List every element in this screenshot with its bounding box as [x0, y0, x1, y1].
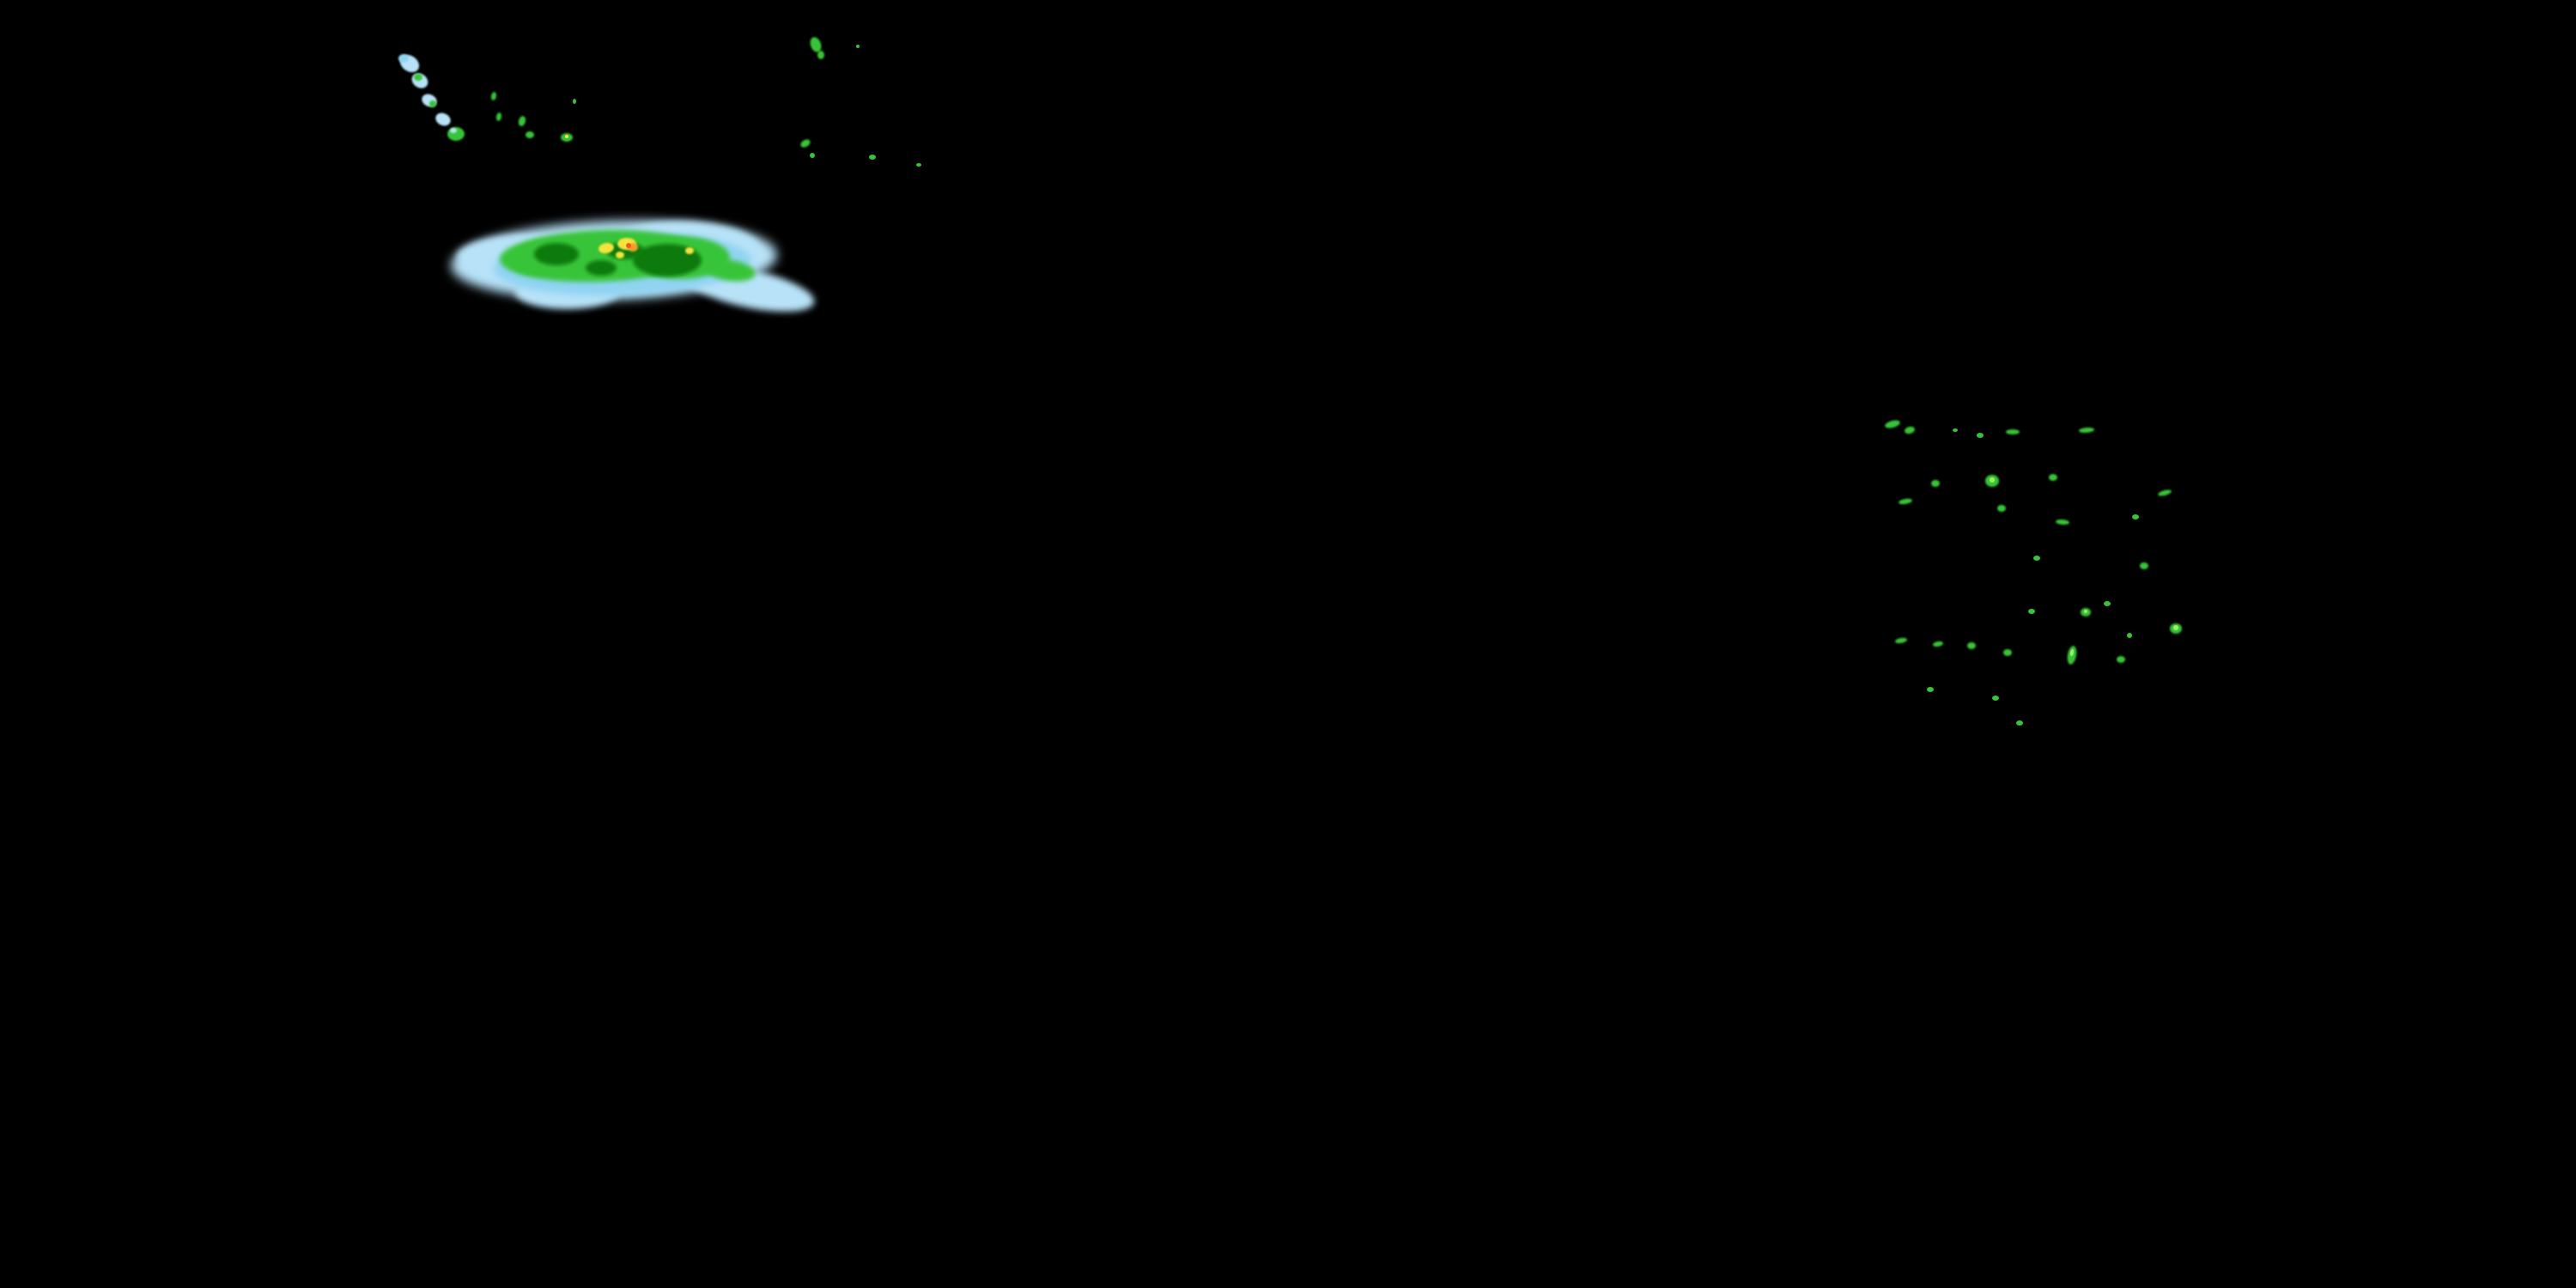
radar-echo-moderate: [2140, 562, 2148, 569]
radar-echo-moderate: [1885, 420, 1900, 428]
radar-echo-moderate: [490, 92, 497, 100]
radar-echo-bright: [1990, 477, 1995, 483]
radar-echo-heavy: [534, 243, 579, 265]
radar-echo-moderate: [2117, 656, 2125, 663]
radar-echo-moderate: [1992, 696, 1999, 701]
radar-echo-moderate: [2028, 609, 2035, 614]
radar-echo-moderate: [2079, 427, 2094, 434]
radar-echo-moderate: [526, 131, 534, 138]
radar-echo-very_light: [450, 128, 457, 133]
radar-echo-bright: [2173, 625, 2178, 630]
radar-echo-moderate: [2132, 514, 2139, 519]
radar-echo-moderate: [800, 139, 811, 148]
radar-echo-moderate: [429, 100, 436, 107]
radar-echo-moderate: [916, 163, 921, 167]
radar-echo-moderate: [2056, 519, 2069, 526]
radar-echo-moderate: [1933, 641, 1943, 647]
radar-echo-moderate: [1953, 428, 1958, 432]
radar-echo-bright: [2069, 649, 2075, 656]
radar-echo-moderate: [2006, 429, 2020, 434]
radar-echo-moderate: [2158, 489, 2172, 496]
radar-echo-light: [398, 54, 409, 63]
radar-echo-moderate: [1997, 505, 2006, 512]
radar-echo-group: [398, 37, 2182, 726]
radar-echo-intense: [685, 247, 694, 254]
radar-echo-moderate: [518, 116, 526, 126]
radar-echo-moderate: [2049, 474, 2057, 481]
radar-echo-moderate: [810, 153, 815, 158]
radar-echo-moderate: [704, 259, 756, 282]
radar-echo-moderate: [2127, 633, 2132, 638]
radar-echo-moderate: [869, 155, 876, 160]
radar-echo-very_light: [435, 112, 451, 126]
radar-echo-moderate: [2016, 720, 2023, 726]
radar-echo-moderate: [856, 45, 860, 48]
radar-echo-heavy: [586, 260, 617, 276]
radar-echo-moderate: [414, 74, 422, 81]
radar-echo-moderate: [573, 99, 576, 104]
radar-echo-intense: [616, 252, 624, 258]
radar-echo-heavy: [633, 244, 702, 276]
radar-echo-moderate: [1967, 642, 1976, 649]
radar-echo-moderate: [495, 112, 502, 121]
radar-echo-bright: [2084, 610, 2087, 613]
radar-echo-core: [626, 243, 631, 248]
radar-echo-moderate: [2033, 556, 2040, 561]
radar-echo-moderate: [817, 51, 824, 59]
radar-echo-intense: [565, 135, 568, 138]
radar-echo-moderate: [1927, 687, 1934, 692]
radar-echo-intense: [598, 242, 614, 254]
radar-echo-moderate: [1977, 433, 1984, 438]
radar-echo-moderate: [1905, 426, 1915, 434]
radar-echo-moderate: [1931, 480, 1940, 487]
radar-echo-moderate: [1899, 498, 1912, 505]
radar-echo-moderate: [1895, 637, 1907, 644]
radar-echo-moderate: [810, 37, 822, 52]
radar-echo-moderate: [2104, 601, 2111, 606]
radar-echo-moderate: [2003, 649, 2012, 656]
